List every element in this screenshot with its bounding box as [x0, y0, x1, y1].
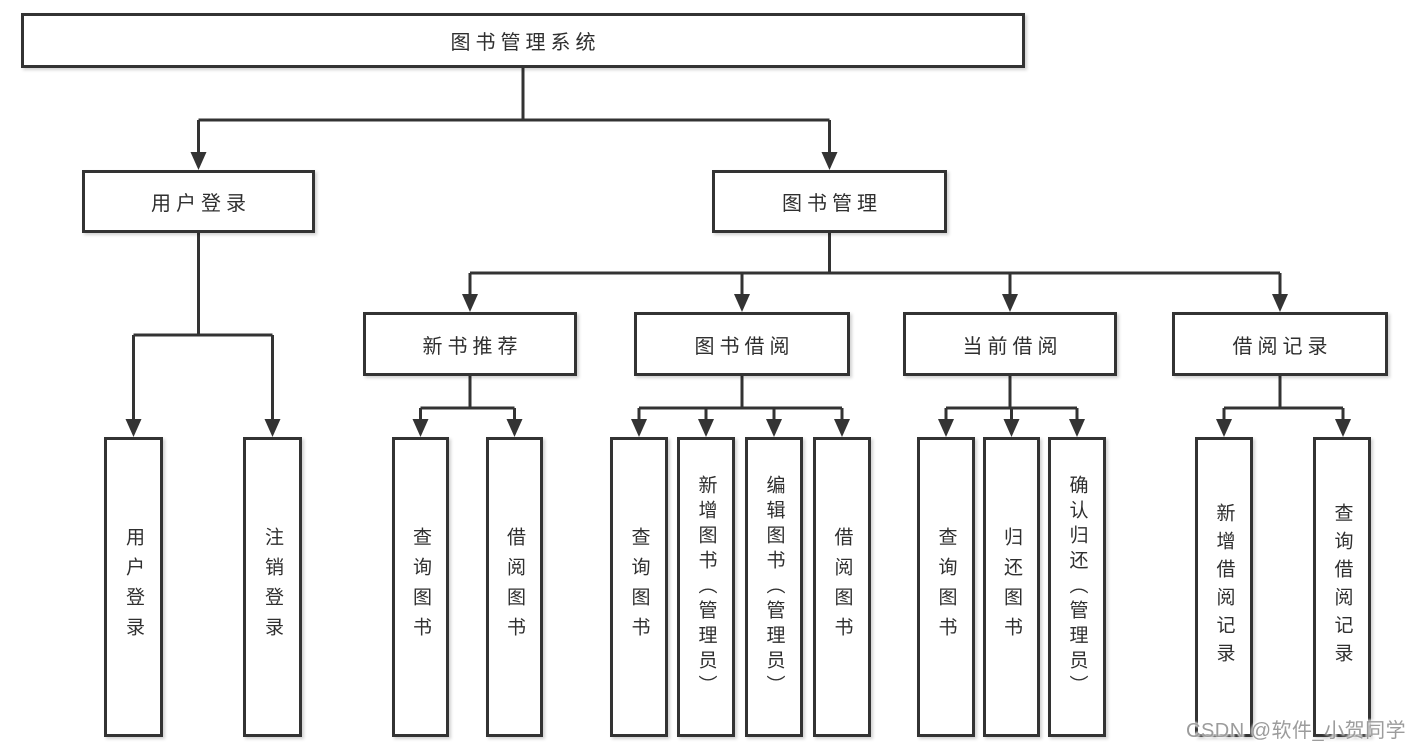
leaf-return-book: 归还图书 — [983, 437, 1040, 737]
leaf-edit-book-admin: 编辑图书（管理员） — [745, 437, 803, 737]
leaf-borrow-books-recommend: 借阅图书 — [486, 437, 543, 737]
leaf-borrow-books-borrow: 借阅图书 — [813, 437, 871, 737]
node-book-management: 图书管理 — [712, 170, 947, 233]
leaf-confirm-return-admin: 确认归还（管理员） — [1048, 437, 1106, 737]
node-borrow-records: 借阅记录 — [1172, 312, 1388, 376]
leaf-add-book-admin: 新增图书（管理员） — [677, 437, 735, 737]
leaf-query-borrow-record: 查询借阅记录 — [1313, 437, 1371, 737]
node-library-management-system: 图书管理系统 — [21, 13, 1025, 68]
node-new-book-recommend: 新书推荐 — [363, 312, 577, 376]
node-current-borrow: 当前借阅 — [903, 312, 1117, 376]
leaf-query-books-recommend: 查询图书 — [392, 437, 449, 737]
leaf-user-login: 用户登录 — [104, 437, 163, 737]
arrowheads — [125, 152, 1351, 437]
node-user-login: 用户登录 — [82, 170, 315, 233]
csdn-watermark: CSDN @软件_小贺同学 — [1186, 720, 1405, 742]
leaf-logout: 注销登录 — [243, 437, 302, 737]
leaf-add-borrow-record: 新增借阅记录 — [1195, 437, 1253, 737]
node-book-borrow: 图书借阅 — [634, 312, 850, 376]
leaf-query-books-borrow: 查询图书 — [610, 437, 668, 737]
leaf-query-books-current: 查询图书 — [917, 437, 975, 737]
